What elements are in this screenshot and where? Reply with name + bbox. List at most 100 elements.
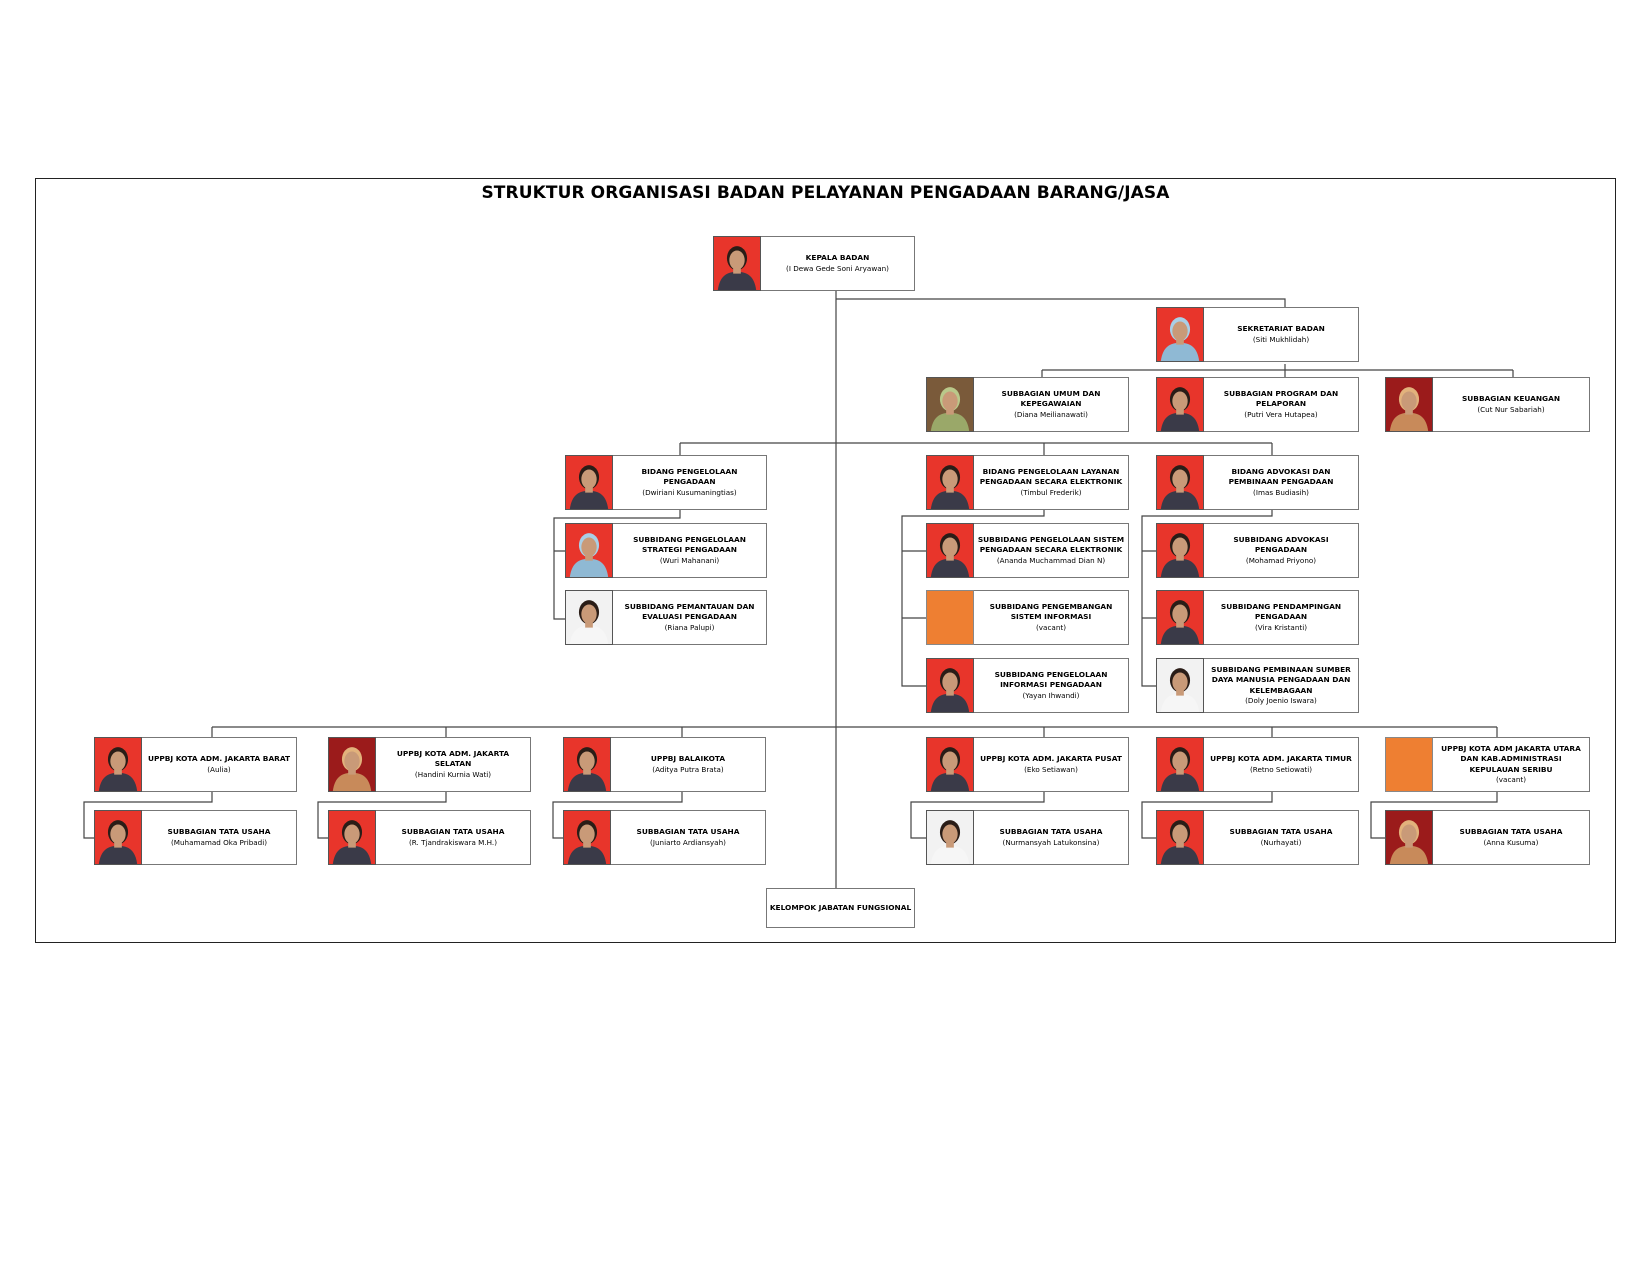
portrait-photo bbox=[328, 810, 376, 865]
org-node-sb-sdm: SUBBIDANG PEMBINAAN SUMBER DAYA MANUSIA … bbox=[1156, 658, 1359, 713]
org-node-title: SEKRETARIAT BADAN bbox=[1237, 324, 1325, 333]
org-node-person: (vacant) bbox=[1496, 775, 1526, 784]
org-node-label: UPPBJ KOTA ADM JAKARTA UTARA DAN KAB.ADM… bbox=[1433, 737, 1590, 792]
org-node-title: SUBBIDANG PEMANTAUAN DAN EVALUASI PENGAD… bbox=[624, 601, 755, 622]
org-node-title: SUBBIDANG ADVOKASI PENGADAAN bbox=[1233, 534, 1329, 555]
org-node-title: SUBBAGIAN TATA USAHA bbox=[167, 827, 271, 836]
org-node-tu-balaikota: SUBBAGIAN TATA USAHA (Juniarto Ardiansya… bbox=[563, 810, 766, 865]
portrait-photo bbox=[563, 737, 611, 792]
portrait-photo bbox=[563, 810, 611, 865]
org-node-title: SUBBAGIAN TATA USAHA bbox=[401, 827, 505, 836]
org-node-person: (Doly Joenio Iswara) bbox=[1245, 696, 1317, 705]
org-node-title: KELOMPOK JABATAN FUNGSIONAL bbox=[769, 902, 912, 912]
org-node-label: SUBBIDANG PENGELOLAAN SISTEM PENGADAAN S… bbox=[974, 523, 1129, 578]
org-node-title: SUBBIDANG PENGEMBANGAN SISTEM INFORMASI bbox=[989, 601, 1113, 622]
portrait-photo bbox=[94, 810, 142, 865]
org-node-person: (Putri Vera Hutapea) bbox=[1244, 409, 1318, 419]
org-node-sb-pengembangan: SUBBIDANG PENGEMBANGAN SISTEM INFORMASI … bbox=[926, 590, 1129, 645]
org-node-label: UPPBJ KOTA ADM. JAKARTA SELATAN (Handini… bbox=[376, 737, 531, 792]
org-node-uppbj-utara: UPPBJ KOTA ADM JAKARTA UTARA DAN KAB.ADM… bbox=[1385, 737, 1590, 792]
org-node-title: BIDANG PENGELOLAAN PENGADAAN bbox=[641, 466, 738, 487]
portrait-photo bbox=[1156, 658, 1204, 713]
org-node-label: SUBBAGIAN TATA USAHA (Muhamamad Oka Prib… bbox=[142, 810, 297, 865]
org-node-tu-pusat: SUBBAGIAN TATA USAHA (Nurmansyah Latukon… bbox=[926, 810, 1129, 865]
org-node-person: (Juniarto Ardiansyah) bbox=[650, 837, 726, 847]
portrait-photo bbox=[713, 236, 761, 291]
org-node-person: (Diana Meilianawati) bbox=[1014, 409, 1088, 419]
org-node-sb-pendampingan: SUBBIDANG PENDAMPINGAN PENGADAAN (Vira K… bbox=[1156, 590, 1359, 645]
portrait-photo bbox=[926, 810, 974, 865]
org-node-title: KEPALA BADAN bbox=[805, 253, 870, 262]
portrait-photo bbox=[1156, 307, 1204, 362]
org-node-label: UPPBJ BALAIKOTA (Aditya Putra Brata) bbox=[611, 737, 766, 792]
org-node-bidang-pengelolaan: BIDANG PENGELOLAAN PENGADAAN (Dwiriani K… bbox=[565, 455, 767, 510]
org-node-sub-keuangan: SUBBAGIAN KEUANGAN (Cut Nur Sabariah) bbox=[1385, 377, 1590, 432]
portrait-photo bbox=[1385, 810, 1433, 865]
org-node-title: SUBBAGIAN TATA USAHA bbox=[636, 827, 740, 836]
portrait-photo bbox=[926, 523, 974, 578]
org-node-title: UPPBJ KOTA ADM. JAKARTA TIMUR bbox=[1210, 754, 1352, 763]
org-node-label: BIDANG PENGELOLAAN PENGADAAN (Dwiriani K… bbox=[613, 455, 767, 510]
org-node-bidang-layanan: BIDANG PENGELOLAAN LAYANAN PENGADAAN SEC… bbox=[926, 455, 1129, 510]
portrait-photo bbox=[565, 455, 613, 510]
org-node-sekretariat: SEKRETARIAT BADAN (Siti Mukhlidah) bbox=[1156, 307, 1359, 362]
org-node-title: UPPBJ KOTA ADM JAKARTA UTARA DAN KAB.ADM… bbox=[1441, 743, 1581, 774]
vacant-photo-placeholder bbox=[926, 590, 974, 645]
org-node-sb-sistem: SUBBIDANG PENGELOLAAN SISTEM PENGADAAN S… bbox=[926, 523, 1129, 578]
org-node-sub-umum: SUBBAGIAN UMUM DAN KEPEGAWAIAN (Diana Me… bbox=[926, 377, 1129, 432]
org-node-person: (Wuri Mahanani) bbox=[659, 555, 720, 565]
portrait-photo bbox=[926, 377, 974, 432]
org-node-title: SUBBAGIAN UMUM DAN KEPEGAWAIAN bbox=[1001, 388, 1101, 409]
org-node-title: UPPBJ KOTA ADM. JAKARTA BARAT bbox=[147, 754, 291, 763]
org-node-person: (Nurmansyah Latukonsina) bbox=[1002, 837, 1100, 847]
portrait-photo bbox=[94, 737, 142, 792]
org-node-label: SUBBAGIAN TATA USAHA (R. Tjandrakiswara … bbox=[376, 810, 531, 865]
org-node-label: SUBBIDANG PENGELOLAAN INFORMASI PENGADAA… bbox=[974, 658, 1129, 713]
org-node-label: SUBBIDANG ADVOKASI PENGADAAN (Mohamad Pr… bbox=[1204, 523, 1359, 578]
org-node-label: UPPBJ KOTA ADM. JAKARTA BARAT (Aulia) bbox=[142, 737, 297, 792]
org-node-tu-timur: SUBBAGIAN TATA USAHA (Nurhayati) bbox=[1156, 810, 1359, 865]
org-node-uppbj-pusat: UPPBJ KOTA ADM. JAKARTA PUSAT (Eko Setia… bbox=[926, 737, 1129, 792]
org-node-sb-pemantauan: SUBBIDANG PEMANTAUAN DAN EVALUASI PENGAD… bbox=[565, 590, 767, 645]
org-node-label: BIDANG ADVOKASI DAN PEMBINAAN PENGADAAN … bbox=[1204, 455, 1359, 510]
portrait-photo bbox=[1156, 590, 1204, 645]
org-node-person: (Muhamamad Oka Pribadi) bbox=[170, 837, 268, 847]
org-node-label: UPPBJ KOTA ADM. JAKARTA TIMUR (Retno Set… bbox=[1204, 737, 1359, 792]
org-node-label: SUBBAGIAN KEUANGAN (Cut Nur Sabariah) bbox=[1433, 377, 1590, 432]
org-node-label: SEKRETARIAT BADAN (Siti Mukhlidah) bbox=[1204, 307, 1359, 362]
portrait-photo bbox=[1156, 737, 1204, 792]
org-node-title: UPPBJ KOTA ADM. JAKARTA SELATAN bbox=[396, 748, 510, 769]
org-node-person: (Eko Setiawan) bbox=[1024, 764, 1078, 774]
org-node-person: (Ananda Muchammad Dian N) bbox=[996, 555, 1106, 565]
org-node-person: (I Dewa Gede Soni Aryawan) bbox=[786, 263, 889, 273]
org-node-person: (Dwiriani Kusumaningtias) bbox=[642, 487, 737, 497]
org-node-person: (Imas Budiasih) bbox=[1253, 487, 1309, 497]
portrait-photo bbox=[926, 455, 974, 510]
org-node-sb-strategi: SUBBIDANG PENGELOLAAN STRATEGI PENGADAAN… bbox=[565, 523, 767, 578]
org-node-label: SUBBAGIAN TATA USAHA (Nurhayati) bbox=[1204, 810, 1359, 865]
org-node-label: SUBBAGIAN PROGRAM DAN PELAPORAN (Putri V… bbox=[1204, 377, 1359, 432]
org-node-title: SUBBIDANG PENDAMPINGAN PENGADAAN bbox=[1220, 601, 1342, 622]
org-node-title: SUBBAGIAN PROGRAM DAN PELAPORAN bbox=[1223, 388, 1339, 409]
org-node-person: (Mohamad Priyono) bbox=[1245, 555, 1317, 565]
org-node-label: SUBBAGIAN TATA USAHA (Nurmansyah Latukon… bbox=[974, 810, 1129, 865]
org-node-title: UPPBJ KOTA ADM. JAKARTA PUSAT bbox=[980, 754, 1122, 763]
org-node-kepala: KEPALA BADAN (I Dewa Gede Soni Aryawan) bbox=[713, 236, 915, 291]
org-node-uppbj-timur: UPPBJ KOTA ADM. JAKARTA TIMUR (Retno Set… bbox=[1156, 737, 1359, 792]
org-node-person: (Cut Nur Sabariah) bbox=[1477, 404, 1545, 414]
org-node-title: BIDANG PENGELOLAAN LAYANAN PENGADAAN SEC… bbox=[979, 466, 1123, 487]
portrait-photo bbox=[565, 590, 613, 645]
org-node-tu-barat: SUBBAGIAN TATA USAHA (Muhamamad Oka Prib… bbox=[94, 810, 297, 865]
org-node-title: SUBBAGIAN KEUANGAN bbox=[1461, 394, 1561, 403]
org-node-label: SUBBIDANG PENGEMBANGAN SISTEM INFORMASI … bbox=[974, 590, 1129, 645]
org-node-person: (Yayan Ihwandi) bbox=[1022, 690, 1080, 700]
org-node-person: (Aditya Putra Brata) bbox=[652, 764, 724, 774]
org-node-person: (Anna Kusuma) bbox=[1483, 837, 1539, 847]
portrait-photo bbox=[1156, 377, 1204, 432]
org-node-person: (Retno Setiowati) bbox=[1249, 764, 1313, 774]
portrait-photo bbox=[1156, 455, 1204, 510]
org-node-title: SUBBIDANG PENGELOLAAN SISTEM PENGADAAN S… bbox=[977, 534, 1125, 555]
org-node-person: (R. Tjandrakiswara M.H.) bbox=[408, 837, 498, 847]
org-node-title: BIDANG ADVOKASI DAN PEMBINAAN PENGADAAN bbox=[1228, 466, 1334, 487]
org-node-uppbj-balaikota: UPPBJ BALAIKOTA (Aditya Putra Brata) bbox=[563, 737, 766, 792]
